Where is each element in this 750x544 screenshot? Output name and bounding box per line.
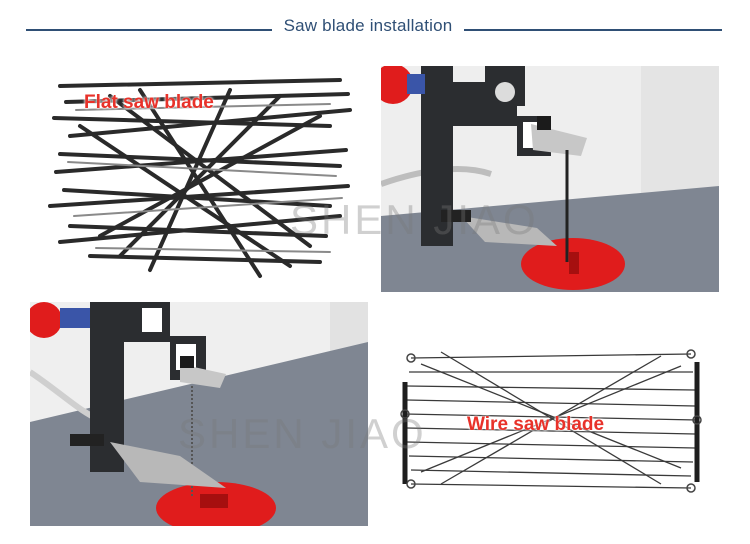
flat-saw-blade-photo <box>30 66 368 292</box>
wire-blade-machine-illustration <box>30 302 368 526</box>
header-rule-left <box>26 29 272 31</box>
flat-saw-blade-caption: Flat saw blade <box>84 92 214 113</box>
wire-blade-installed-photo <box>30 302 368 526</box>
header-title: Saw blade installation <box>283 16 453 35</box>
wire-saw-blade-caption: Wire saw blade <box>467 414 605 435</box>
wire-blades-illustration <box>381 302 719 526</box>
flat-blade-installed-photo <box>381 66 719 292</box>
header-rule-right <box>464 29 722 31</box>
flat-blades-illustration <box>30 66 368 292</box>
watermark-top: SHEN JIAO <box>290 196 539 243</box>
section-header: Saw blade installation <box>26 14 722 44</box>
wire-saw-blade-photo <box>381 302 719 526</box>
flat-blade-machine-illustration <box>381 66 719 292</box>
watermark-bottom: SHEN JIAO <box>178 410 427 457</box>
